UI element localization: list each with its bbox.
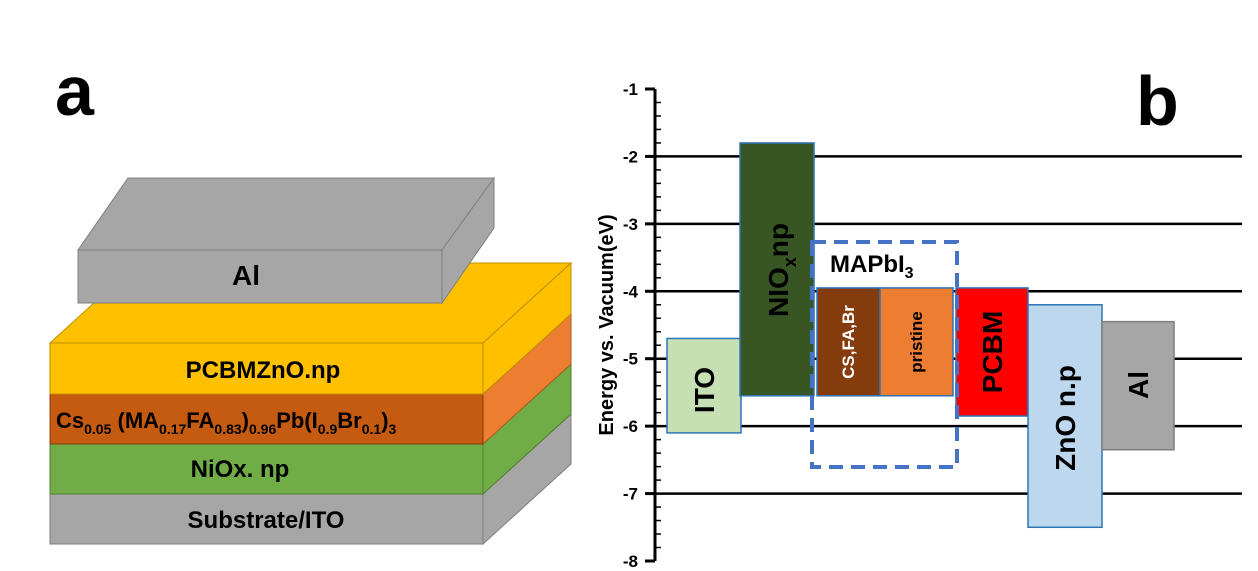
- formula-part-2: (MA: [111, 408, 159, 433]
- al-bar: [1101, 320, 1175, 451]
- bar-nio: NIOxnp: [739, 142, 815, 397]
- y-tick-label: -8: [623, 552, 638, 571]
- y-tick-label: -2: [623, 147, 638, 166]
- al-electrode: Al: [77, 176, 495, 305]
- y-tick-label: -7: [623, 485, 638, 504]
- bar-zno: ZnO n.p: [1027, 304, 1103, 529]
- perovskite-formula: Cs0.05 (MA0.17FA0.83)0.96Pb(I0.9Br0.1)3: [56, 408, 397, 437]
- bar-pcbm: PCBM: [955, 287, 1029, 417]
- zno-label: ZnO n.p: [1050, 365, 1081, 471]
- y-tick-label: -6: [623, 417, 638, 436]
- ito-label: ITO: [689, 367, 720, 413]
- nio-layer: NiOx. np: [49, 362, 572, 496]
- formula-part-12: ): [381, 408, 388, 433]
- bar-csfabr: CS,FA,Br: [816, 287, 881, 397]
- formula-part-4: FA: [186, 408, 214, 433]
- bar-al: Al: [1101, 320, 1175, 451]
- al-label-b: Al: [1123, 371, 1154, 399]
- y-axis-label: Energy vs. Vacuum(eV): [596, 214, 618, 435]
- panel-b-label: b: [1136, 62, 1179, 140]
- bar-ito: ITO: [666, 337, 742, 434]
- pristine-label: pristine: [907, 311, 926, 372]
- formula-part-5: 0.83: [214, 421, 241, 437]
- substrate-layer: Substrate/ITO: [49, 412, 572, 546]
- formula-part-11: 0.1: [362, 421, 382, 437]
- formula-part-13: 3: [389, 421, 397, 437]
- ito-bar: [666, 337, 742, 434]
- csfabr-label: CS,FA,Br: [839, 305, 858, 379]
- y-tick-label: -5: [623, 350, 638, 369]
- csfabr-bar: [816, 287, 881, 397]
- pcbm-label-b: PCBM: [977, 311, 1008, 393]
- formula-part-6: ): [242, 408, 249, 433]
- formula-part-3: 0.17: [159, 421, 186, 437]
- panel-a: a Substrate/ITO NiOx. np Cs0.05 (MA0.17F…: [48, 52, 573, 546]
- panel-a-label: a: [55, 52, 95, 130]
- formula-part-8: Pb(I: [276, 408, 318, 433]
- substrate-label: Substrate/ITO: [188, 507, 345, 534]
- nio-label-b: NIOxnp: [763, 223, 800, 317]
- formula-part-1: 0.05: [84, 421, 111, 437]
- mapbi3-label: MAPbI3: [830, 251, 914, 282]
- y-ticks: -1 -2 -3 -4 -5 -6 -7 -8: [623, 80, 661, 571]
- y-tick-label: -1: [623, 80, 638, 99]
- pristine-bar: [879, 287, 954, 397]
- pcbm-label: PCBMZnO.np: [186, 357, 341, 384]
- panel-b: b Energy vs. Vacuum(eV) -1 -2 -3 -4 -5 -6 -7 -8…: [596, 62, 1242, 571]
- bar-pristine: pristine: [879, 287, 954, 397]
- formula-part-9: 0.9: [318, 421, 338, 437]
- y-tick-label: -3: [623, 215, 638, 234]
- formula-part-7: 0.96: [249, 421, 276, 437]
- mapbi3-group-box: [810, 240, 959, 469]
- formula-part-0: Cs: [56, 408, 84, 433]
- al-label: Al: [232, 260, 260, 291]
- zno-bar: [1027, 304, 1103, 529]
- y-tick-label: -4: [623, 282, 639, 301]
- formula-part-10: Br: [337, 408, 362, 433]
- nio-label: NiOx. np: [191, 456, 290, 483]
